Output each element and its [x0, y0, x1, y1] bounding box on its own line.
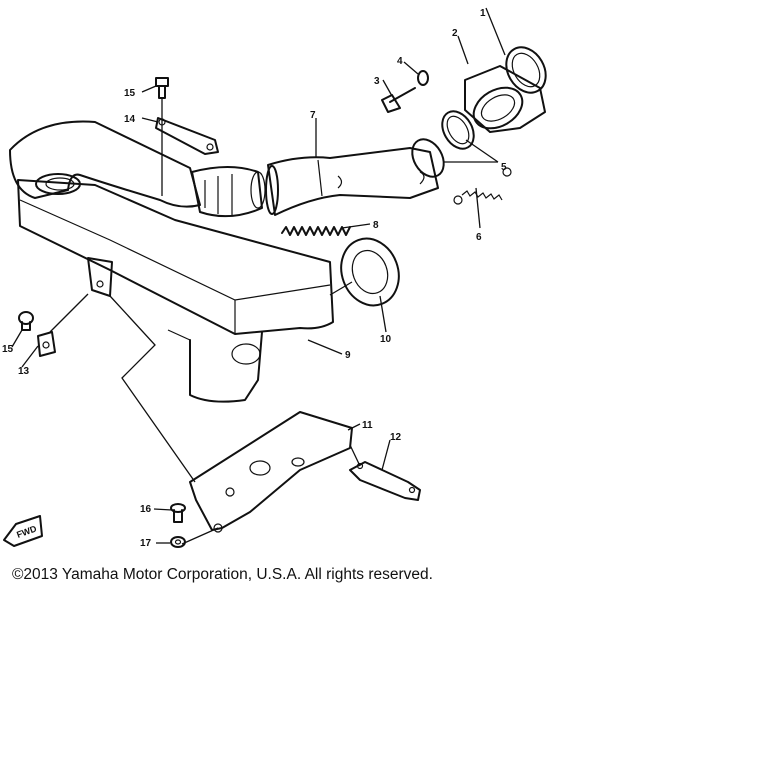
- callout-3: 3: [374, 76, 380, 87]
- part-17-washer: [170, 536, 186, 548]
- callout-12: 12: [390, 432, 402, 443]
- part-1-gasket: [505, 46, 547, 94]
- part-12-clamp: [349, 461, 421, 501]
- callout-13: 13: [18, 366, 30, 377]
- callout-5: 5: [501, 162, 507, 173]
- rubber-joint: [191, 166, 266, 218]
- part-15-bolt-left: [18, 311, 34, 331]
- callout-2: 2: [452, 28, 458, 39]
- assembly-leader-lines: [49, 98, 361, 545]
- part-3-bolt: [381, 87, 416, 113]
- part-16-bolt: [170, 503, 186, 523]
- fwd-arrow-mark: FWD: [3, 515, 43, 547]
- part-14-stay: [155, 117, 219, 155]
- callout-16: 16: [140, 504, 152, 515]
- callout-1: 1: [480, 8, 486, 19]
- callout-6: 6: [476, 232, 482, 243]
- callout-11: 11: [362, 420, 373, 431]
- copyright-notice: ©2013 Yamaha Motor Corporation, U.S.A. A…: [12, 566, 433, 583]
- part-2-manifold-flange: [464, 65, 546, 133]
- part-13-bracket: [37, 331, 56, 357]
- intake-elbow-tube: [9, 120, 201, 208]
- callout-leaders: [11, 7, 506, 544]
- box-mount-tab: [87, 257, 113, 297]
- part-8-spring: [281, 226, 351, 236]
- part-10-cover: [340, 237, 400, 307]
- part-5-o-rings: [411, 110, 475, 178]
- part-11-bracket-plate: [189, 411, 353, 533]
- callout-4: 4: [397, 56, 403, 67]
- part-15-bolt-top: [155, 77, 169, 99]
- callout-labels: 1 2 3 4 5 6 7 8 9 10 11 12 13 14 15 15 1…: [2, 8, 507, 549]
- part-9-air-cleaner-case: [17, 179, 334, 403]
- callout-17: 17: [140, 538, 152, 549]
- callout-9: 9: [345, 350, 351, 361]
- callout-10: 10: [380, 334, 392, 345]
- fwd-label: FWD: [15, 523, 38, 540]
- callout-8: 8: [373, 220, 379, 231]
- callout-7: 7: [310, 110, 316, 121]
- callout-15-left: 15: [2, 344, 14, 355]
- callout-15-top: 15: [124, 88, 136, 99]
- part-6-spring: [453, 167, 512, 205]
- callout-14: 14: [124, 114, 136, 125]
- part-4-washer: [417, 70, 429, 86]
